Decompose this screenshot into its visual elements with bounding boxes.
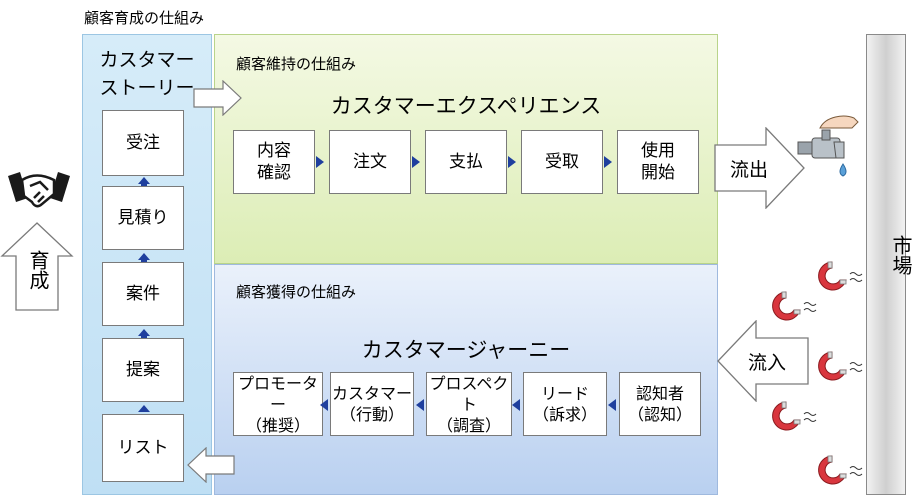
- magnets-group: [772, 261, 863, 485]
- market-bar: [866, 34, 906, 495]
- retention-step-payment: 支払: [425, 130, 507, 194]
- retention-step-order: 注文: [329, 130, 411, 194]
- acquisition-section-title: 顧客獲得の仕組み: [236, 283, 357, 301]
- magnet-icon: [818, 261, 863, 291]
- magnet-icon: [818, 455, 863, 485]
- right-arrow-icon: [604, 156, 612, 168]
- story-stage-proposal: 提案: [102, 338, 184, 402]
- acquisition-heading: カスタマージャーニー: [361, 338, 571, 362]
- up-arrow-icon: [138, 405, 150, 412]
- journey-step-lead: リード（訴求）: [523, 372, 607, 436]
- right-arrow-icon: [412, 156, 420, 168]
- right-arrow-icon: [508, 156, 516, 168]
- retention-section-title: 顧客維持の仕組み: [236, 55, 357, 73]
- left-arrow-icon: [320, 399, 328, 411]
- outflow-label: 流出: [730, 159, 769, 181]
- right-arrow-icon: [316, 156, 324, 168]
- inflow-label: 流入: [748, 352, 787, 374]
- customer-story-label-line2: ストーリー: [99, 77, 195, 99]
- story-stage-estimate: 見積り: [102, 186, 184, 250]
- nurture-label: 育成: [26, 250, 50, 290]
- retention-step-confirm: 内容確認: [233, 130, 315, 194]
- story-to-retention-arrow: [193, 80, 242, 116]
- magnet-icon: [772, 291, 817, 321]
- left-arrow-icon: [416, 399, 424, 411]
- left-arrow-icon: [512, 399, 520, 411]
- up-arrow-icon: [138, 253, 150, 262]
- story-stage-deal: 案件: [102, 262, 184, 326]
- inflow-arrow: [717, 320, 809, 402]
- up-arrow-icon: [138, 177, 150, 186]
- magnet-icon: [772, 401, 817, 431]
- journey-flow-arrows: [320, 399, 616, 411]
- up-arrow-icon: [138, 329, 150, 338]
- retention-heading: カスタマーエクスペリエンス: [330, 94, 602, 118]
- customer-story-label: カスタマー ストーリー: [82, 46, 212, 102]
- journey-step-customer: カスタマー（行動）: [330, 372, 414, 436]
- handshake-icon: [8, 172, 70, 208]
- story-stage-list: リスト: [102, 414, 184, 482]
- journey-step-prospect: プロスペクト（調査）: [426, 372, 512, 436]
- left-arrow-icon: [608, 399, 616, 411]
- retention-step-start-use: 使用開始: [617, 130, 699, 194]
- retention-flow-arrows: [316, 156, 612, 168]
- retention-step-receive: 受取: [521, 130, 603, 194]
- market-label: 市場: [889, 235, 913, 275]
- journey-step-aware: 認知者（認知）: [619, 372, 701, 436]
- nurture-up-arrow: [0, 222, 74, 311]
- outflow-arrow: [714, 127, 805, 209]
- story-up-arrows: [138, 177, 150, 412]
- faucet-icon: [797, 115, 859, 177]
- acquisition-to-list-arrow: [187, 447, 235, 483]
- story-stage-order: 受注: [102, 110, 184, 176]
- magnet-icon: [818, 351, 863, 381]
- outer-title: 顧客育成の仕組み: [84, 9, 205, 27]
- customer-story-label-line1: カスタマー: [99, 49, 195, 71]
- journey-step-promoter: プロモーター（推奨）: [233, 372, 323, 436]
